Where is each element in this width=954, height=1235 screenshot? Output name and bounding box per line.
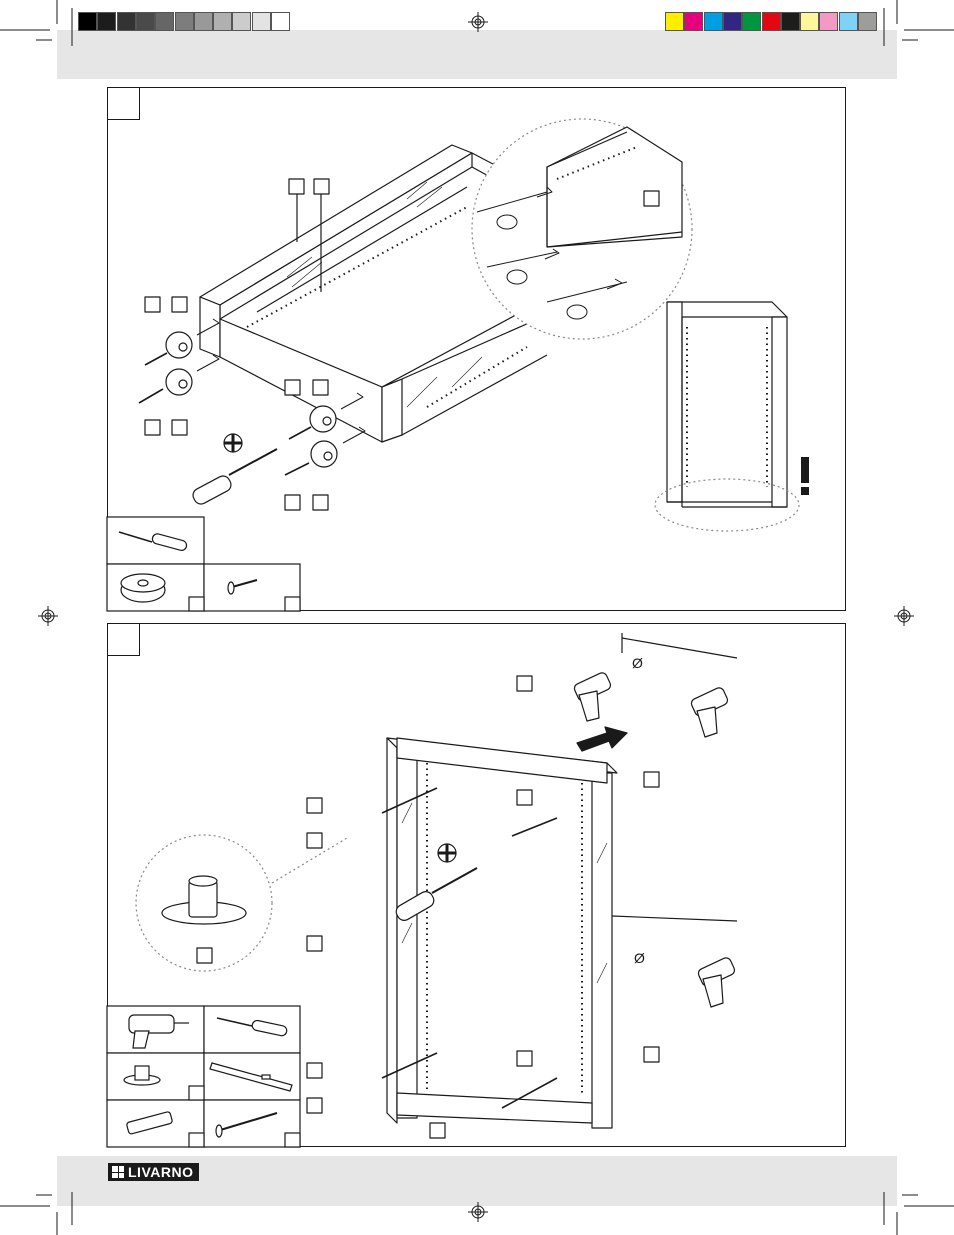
color-swatch [155, 12, 175, 31]
spirit-level-icon [209, 1062, 293, 1092]
power-drill-icon [573, 672, 736, 1008]
color-swatch [232, 12, 252, 31]
phillips-screwdriver-icon [192, 433, 278, 505]
registration-mark-icon [468, 1202, 488, 1222]
color-swatch [703, 12, 723, 31]
screw-icon [227, 579, 258, 595]
registration-mark-icon [894, 606, 914, 626]
step-2-illustration: Ø Ø [106, 633, 738, 1148]
step-number-box [108, 88, 140, 120]
color-swatch [213, 12, 233, 31]
round-foot-icon [120, 573, 166, 603]
round-foot-icon [123, 1065, 161, 1086]
color-swatch [135, 12, 155, 31]
header-band [57, 30, 897, 79]
cabinet-front-end [199, 296, 221, 358]
cabinet-lower-end [381, 378, 403, 443]
color-swatch [722, 12, 742, 31]
color-swatch [193, 12, 213, 31]
color-swatch [97, 12, 117, 31]
cabinet-front-view [386, 737, 618, 1129]
phillips-screwdriver-icon [395, 843, 478, 921]
color-swatch [251, 12, 271, 31]
screw-icon [215, 1112, 278, 1138]
cabinet-feet [165, 331, 338, 468]
registration-mark-icon [468, 12, 488, 32]
color-swatch [819, 12, 839, 31]
color-swatch [271, 12, 290, 31]
logo-mark-icon [112, 1166, 124, 1178]
svg-text:Ø: Ø [634, 950, 645, 966]
color-swatch [684, 12, 704, 31]
wall-plug-icon [126, 1111, 173, 1135]
warning-icon [801, 457, 809, 495]
registration-mark-icon [38, 606, 58, 626]
color-swatch [780, 12, 800, 31]
color-swatch [78, 12, 97, 31]
cabinet-bottom-side [219, 318, 383, 443]
logo-text: LIVARNO [128, 1164, 194, 1180]
color-swatch [742, 12, 762, 31]
color-swatch [838, 12, 858, 31]
svg-text:Ø: Ø [632, 655, 643, 671]
brand-logo: LIVARNO [108, 1163, 200, 1181]
arrow-icon [576, 726, 628, 752]
standing-cabinet [654, 301, 800, 532]
cabinet-top-edge [199, 144, 473, 306]
step-1-illustration [106, 118, 809, 612]
color-swatch [174, 12, 194, 31]
screws [138, 352, 312, 476]
phillips-screwdriver-icon [118, 531, 188, 551]
color-swatch [665, 12, 684, 31]
color-swatch [800, 12, 820, 31]
phillips-screwdriver-icon [216, 1017, 288, 1037]
color-swatch [858, 12, 877, 31]
arrows [196, 318, 366, 444]
cabinet-back-panel [219, 152, 473, 320]
power-drill-icon [128, 1014, 189, 1049]
step-number-box [108, 624, 140, 656]
color-swatch [116, 12, 136, 31]
color-swatch [761, 12, 781, 31]
